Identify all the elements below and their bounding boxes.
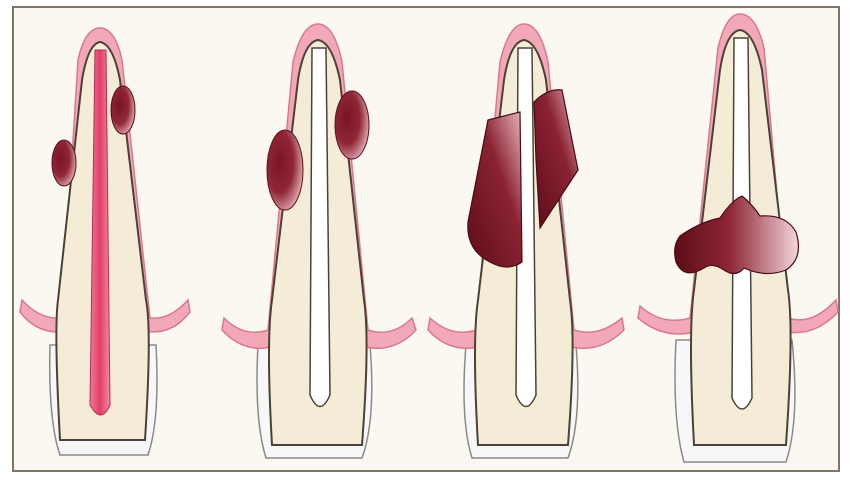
tooth-4-lesion	[675, 196, 799, 274]
tooth-2-lesion-right	[335, 91, 369, 159]
tooth-1-lesion-right	[111, 86, 135, 134]
tooth-3	[428, 24, 624, 458]
tooth-4	[638, 14, 838, 462]
tooth-3-lesion-left	[468, 112, 522, 267]
tooth-1-lesion-left	[52, 140, 76, 186]
tooth-1	[20, 28, 190, 455]
tooth-2-lesion-left	[267, 130, 303, 210]
tooth-2-canal	[310, 48, 330, 407]
tooth-2	[222, 24, 416, 458]
